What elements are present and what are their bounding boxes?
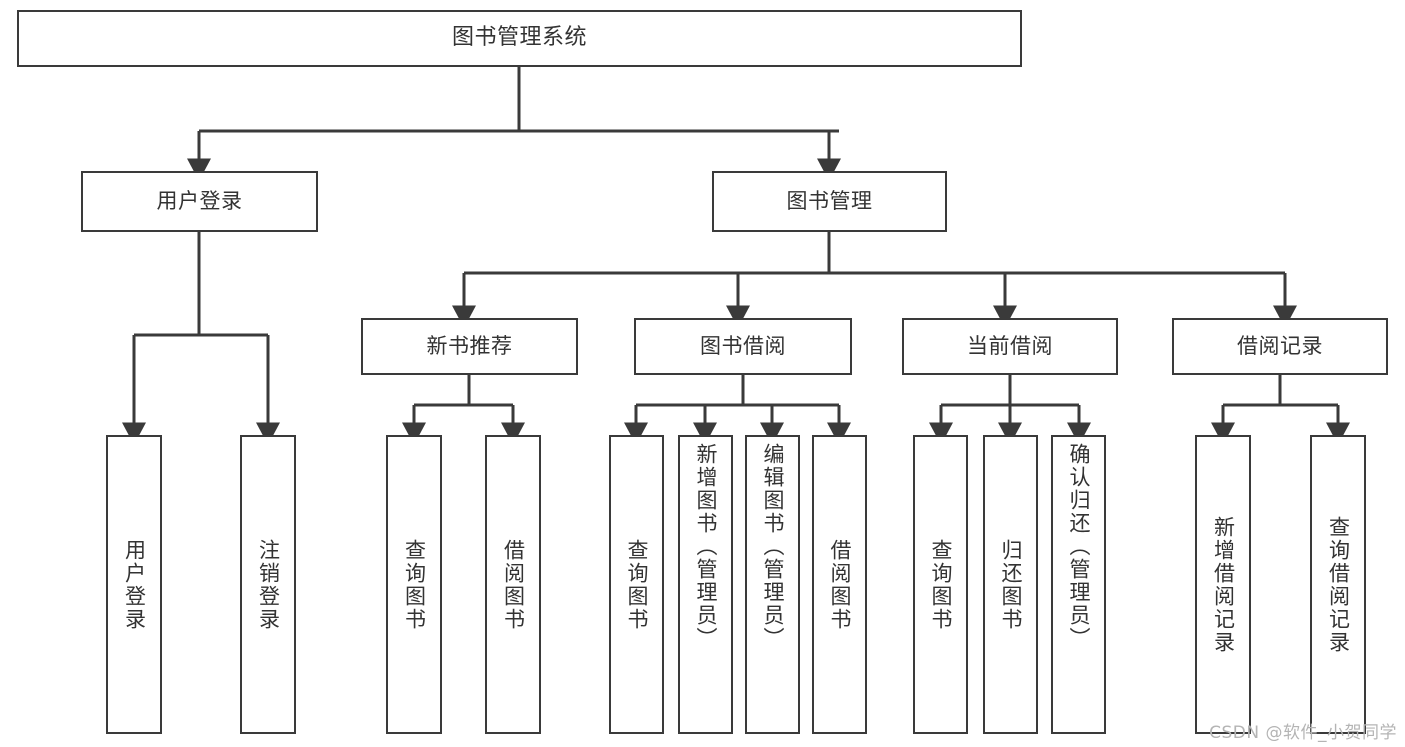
leaf-user-login-logout[interactable]: 注销登录 xyxy=(240,435,296,734)
leaf-new-book-query-book[interactable]: 查询图书 xyxy=(386,435,442,734)
node-label: 图书管理系统 xyxy=(451,25,587,51)
node-label: 当前借阅 xyxy=(967,333,1053,358)
node-label: 借阅记录 xyxy=(1237,333,1323,358)
node-label: 新增图书（管理员） xyxy=(693,443,718,650)
node-label: 查询图书 xyxy=(928,538,953,631)
leaf-borrow-record-query-record[interactable]: 查询借阅记录 xyxy=(1310,435,1366,734)
node-label: 用户登录 xyxy=(156,188,243,213)
leaf-book-borrow-edit-book-admin[interactable]: 编辑图书（管理员） xyxy=(745,435,800,734)
node-book-management[interactable]: 图书管理 xyxy=(712,171,947,232)
csdn-watermark: CSDN @软件_小贺同学 xyxy=(1209,723,1397,743)
node-label: 借阅图书 xyxy=(827,538,852,631)
leaf-user-login-login[interactable]: 用户登录 xyxy=(106,435,162,734)
leaf-new-book-borrow-book[interactable]: 借阅图书 xyxy=(485,435,541,734)
node-label: 新书推荐 xyxy=(426,333,513,358)
node-current-borrow[interactable]: 当前借阅 xyxy=(902,318,1118,375)
node-label: 归还图书 xyxy=(998,538,1023,631)
node-root-book-management-system[interactable]: 图书管理系统 xyxy=(17,10,1022,67)
node-label: 图书借阅 xyxy=(700,333,786,358)
leaf-book-borrow-borrow-book[interactable]: 借阅图书 xyxy=(812,435,867,734)
node-label: 注销登录 xyxy=(256,538,281,631)
leaf-current-borrow-return-book[interactable]: 归还图书 xyxy=(983,435,1038,734)
node-label: 图书管理 xyxy=(786,188,873,213)
node-label: 查询图书 xyxy=(402,538,427,631)
node-label: 用户登录 xyxy=(122,538,147,631)
node-label: 借阅图书 xyxy=(501,538,526,631)
node-label: 查询借阅记录 xyxy=(1326,515,1351,654)
leaf-current-borrow-confirm-return-admin[interactable]: 确认归还（管理员） xyxy=(1051,435,1106,734)
node-label: 新增借阅记录 xyxy=(1211,515,1236,654)
node-book-borrow[interactable]: 图书借阅 xyxy=(634,318,852,375)
node-label: 查询图书 xyxy=(624,538,649,631)
node-label: 编辑图书（管理员） xyxy=(760,443,785,650)
node-new-book-recommend[interactable]: 新书推荐 xyxy=(361,318,578,375)
node-label: 确认归还（管理员） xyxy=(1066,443,1091,650)
node-borrow-record[interactable]: 借阅记录 xyxy=(1172,318,1388,375)
leaf-borrow-record-add-record[interactable]: 新增借阅记录 xyxy=(1195,435,1251,734)
leaf-book-borrow-add-book-admin[interactable]: 新增图书（管理员） xyxy=(678,435,733,734)
leaf-current-borrow-query-book[interactable]: 查询图书 xyxy=(913,435,968,734)
node-user-login[interactable]: 用户登录 xyxy=(81,171,318,232)
leaf-book-borrow-query-book[interactable]: 查询图书 xyxy=(609,435,664,734)
